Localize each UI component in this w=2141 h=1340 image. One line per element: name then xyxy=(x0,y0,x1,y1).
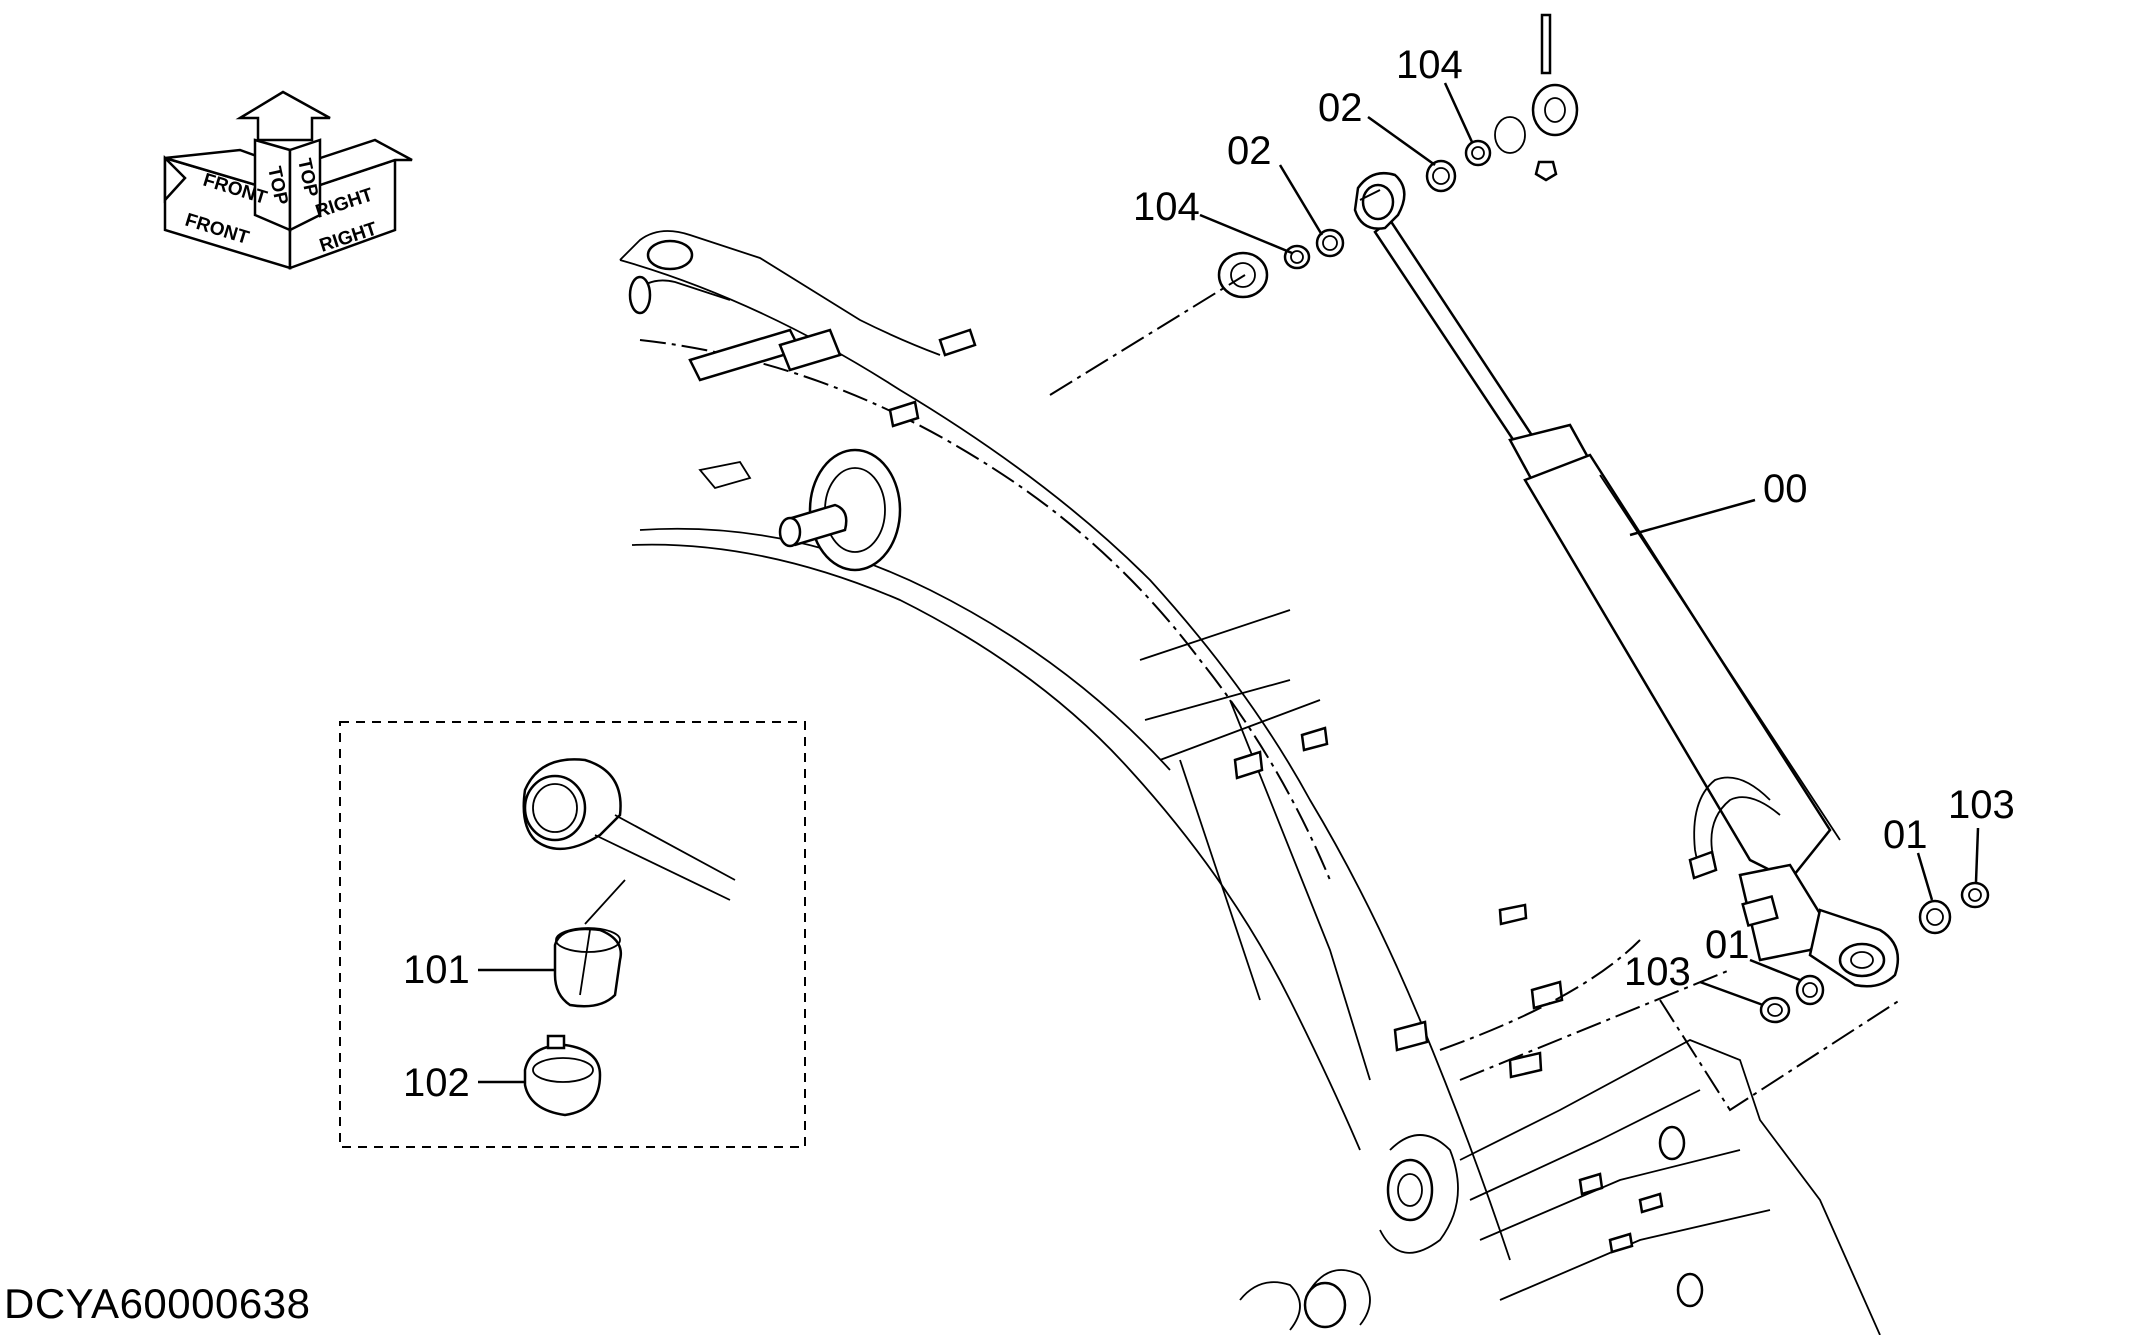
cylinder-tube xyxy=(1523,453,1832,882)
callout-labels: 104 02 02 104 00 01 103 01 103 101 102 xyxy=(403,43,2015,1105)
callout-00: 00 xyxy=(1763,467,1808,511)
inset-frame xyxy=(339,721,806,1148)
leader-103-right xyxy=(1974,827,1980,883)
callout-104-left: 104 xyxy=(1133,185,1200,229)
callout-103-right: 103 xyxy=(1948,783,2015,827)
leader-02-right xyxy=(1367,115,1436,167)
bushing-01-left xyxy=(1795,974,1825,1006)
pin-plate xyxy=(1531,83,1579,137)
cylinder-rod xyxy=(1373,218,1537,452)
top-arrow-head xyxy=(235,90,331,142)
detail-inset xyxy=(339,721,806,1148)
leader-103-left xyxy=(1699,980,1764,1007)
orientation-indicator: FRONT FRONT TOP TOP RIGHT RIGHT xyxy=(163,90,413,270)
leader-02-left xyxy=(1278,164,1324,236)
seal-104-right xyxy=(1464,139,1492,167)
bushing-01-right xyxy=(1918,899,1952,935)
lock-nut xyxy=(1534,160,1558,182)
leader-01-left xyxy=(1749,958,1801,982)
callout-101: 101 xyxy=(403,948,470,992)
lock-bolt xyxy=(1540,13,1552,75)
callout-102: 102 xyxy=(403,1061,470,1105)
boom-flange xyxy=(808,448,902,572)
boom-head-pin xyxy=(646,239,694,271)
bushing-02-right xyxy=(1425,159,1457,193)
boom-foot-boss xyxy=(1386,1158,1434,1222)
callout-02-right: 02 xyxy=(1318,86,1363,130)
callout-104-right: 104 xyxy=(1396,43,1463,87)
drawing-code-label: DCYA60000638 xyxy=(4,1280,311,1327)
leader-01-right xyxy=(1916,852,1934,901)
bushing-02-left xyxy=(1315,228,1345,258)
leader-104-right xyxy=(1443,82,1474,143)
leader-lines xyxy=(478,82,1980,1084)
boom-cylinder xyxy=(1353,171,1900,988)
boom-structure xyxy=(619,230,1881,1336)
shim-washer xyxy=(1217,251,1269,299)
leader-00 xyxy=(1629,498,1756,537)
callout-02-left: 02 xyxy=(1227,129,1272,173)
callout-01-left: 01 xyxy=(1705,923,1750,967)
inset-ring-102 xyxy=(523,1043,602,1117)
seal-103-left xyxy=(1759,996,1791,1024)
leader-104-left xyxy=(1199,213,1293,255)
bottom-eye xyxy=(1838,942,1886,978)
callout-01-right: 01 xyxy=(1883,813,1928,857)
callout-103-left: 103 xyxy=(1624,950,1691,994)
bottom-pin-parts xyxy=(1659,881,1990,1112)
seal-103-right xyxy=(1960,881,1990,909)
top-pin-parts xyxy=(1049,13,1579,396)
seal-104-left xyxy=(1283,244,1311,270)
